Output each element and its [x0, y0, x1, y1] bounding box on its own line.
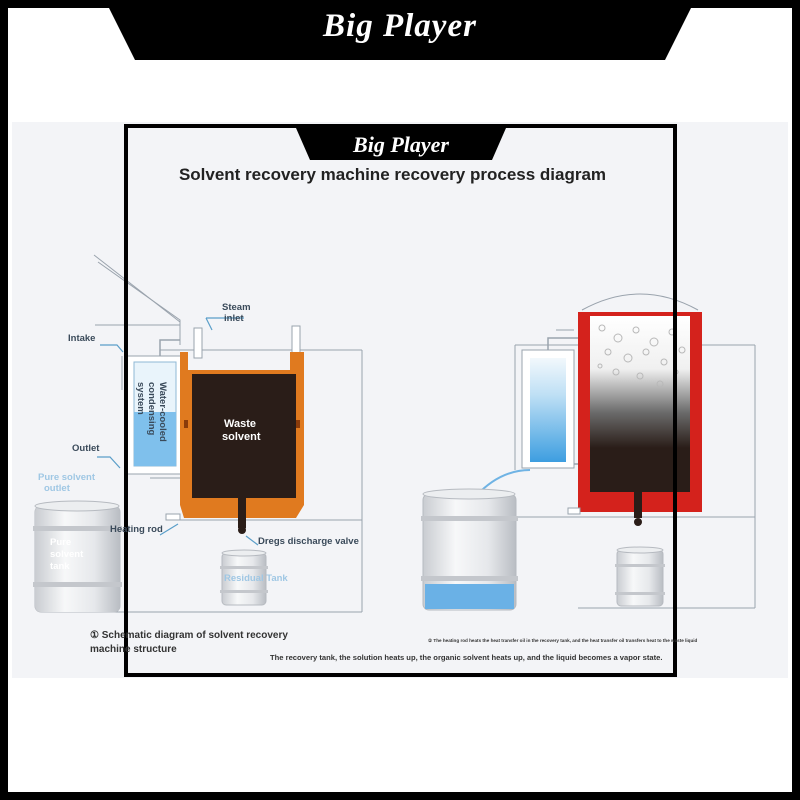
- label-outlet: Outlet: [72, 443, 100, 454]
- dregs-valve: [238, 526, 246, 534]
- caption-left-line1: ① Schematic diagram of solvent recovery: [90, 630, 288, 641]
- label-condensing-line1: Water-cooled: [157, 382, 168, 442]
- label-waste-line1: Waste: [224, 418, 256, 430]
- steam-inlet-pipe: [193, 327, 203, 359]
- label-heating-rod: Heating rod: [110, 524, 163, 535]
- right-frame-lines: [514, 293, 756, 609]
- label-pure-tank-line3: tank: [50, 561, 70, 572]
- label-pointers: [97, 317, 259, 546]
- label-condensing-line2: condensing: [146, 382, 157, 436]
- label-waste-line2: solvent: [222, 431, 261, 443]
- caption-left-line2: machine structure: [90, 644, 177, 655]
- waste-solvent-tank: [192, 374, 296, 498]
- label-condensing-line3: system: [135, 382, 146, 415]
- caption-right-small: ② The heating rod heats the heat transfe…: [428, 638, 698, 643]
- label-dregs-valve: Dregs discharge valve: [258, 536, 359, 547]
- top-banner: [105, 0, 695, 60]
- recovered-solvent-barrel: [421, 488, 518, 611]
- inner-banner: [296, 128, 506, 160]
- right-residual-barrel: [615, 546, 665, 607]
- pure-solvent-tank: [33, 500, 122, 613]
- label-pure-tank-line1: Pure: [50, 537, 72, 548]
- residual-tank: [220, 549, 268, 606]
- label-steam-inlet-line2: inlet: [224, 313, 244, 324]
- caption-right-main: The recovery tank, the solution heats up…: [270, 653, 663, 662]
- label-residual-tank: Residual Tank: [224, 573, 288, 584]
- inner-brand-text: Big Player: [353, 132, 449, 157]
- label-pure-tank-line2: solvent: [50, 549, 84, 560]
- heating-rod: [165, 513, 181, 521]
- dregs-valve-pipe: [238, 498, 246, 528]
- label-intake: Intake: [68, 333, 96, 344]
- brand-banner-text: Big Player: [323, 8, 477, 44]
- diagram-title: Solvent recovery machine recovery proces…: [178, 165, 607, 184]
- label-steam-inlet-line1: Steam: [222, 302, 251, 313]
- label-pure-outlet-line1: Pure solvent: [38, 472, 96, 483]
- label-pure-outlet-line2: outlet: [44, 483, 70, 494]
